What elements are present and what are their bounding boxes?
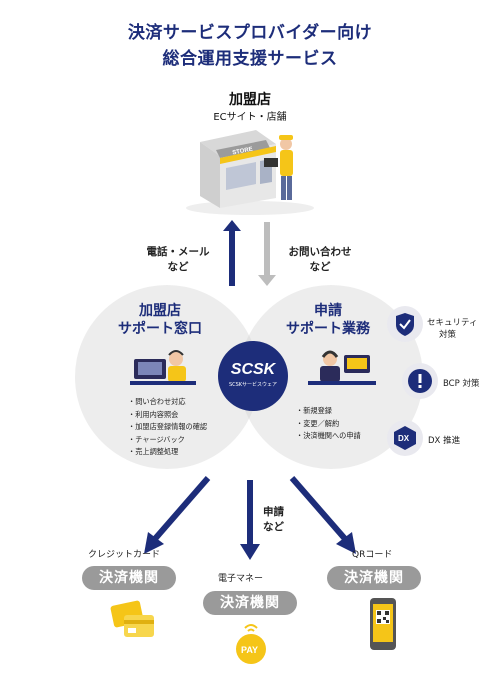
security-badge	[387, 306, 423, 342]
dx-icon: DX	[394, 426, 416, 450]
right-circle-list: 新規登録 変更／解約 決済機関への申請	[296, 405, 416, 443]
credit-card-label: クレジットカード	[88, 550, 161, 560]
list-item: 新規登録	[296, 405, 416, 418]
security-label-2: 対策	[439, 330, 457, 340]
phone-mail-sub: など	[167, 261, 189, 273]
list-item: 決済機関への申請	[296, 430, 416, 443]
institution-arrows	[144, 476, 356, 560]
operator-illustration	[308, 350, 376, 385]
pay-icon: PAY	[236, 624, 266, 664]
bcp-label: BCP 対策	[443, 379, 480, 389]
apply-label: 申請	[263, 506, 284, 518]
list-item: 変更／解約	[296, 418, 416, 431]
merchant-arrows	[223, 220, 276, 286]
left-circle-list: 問い合わせ対応 利用内容照会 加盟店登録情報の確認 チャージバック 売上調整処理	[128, 396, 248, 459]
dx-icon-text: DX	[398, 434, 410, 443]
merchant-subtitle: ECサイト・店舗	[213, 112, 287, 123]
list-item: 加盟店登録情報の確認	[128, 421, 248, 434]
dx-badge: DX	[387, 420, 423, 456]
title-line-2: 総合運用支援サービス	[162, 49, 338, 69]
store-sign: STORE	[232, 147, 253, 157]
store-illustration: STORE	[186, 130, 314, 215]
security-label: セキュリティ	[427, 318, 478, 328]
list-item: 利用内容照会	[128, 409, 248, 422]
left-circle-title-1: 加盟店	[139, 303, 181, 319]
inquiry-label: お問い合わせ	[288, 246, 352, 258]
emoney-institution-pill: 決済機関	[203, 591, 297, 615]
logo-tagline: SCSKサービスウェア	[228, 382, 278, 388]
qr-phone-icon	[370, 598, 396, 650]
apply-label-sub: など	[263, 521, 284, 533]
shield-check-icon	[396, 313, 414, 336]
pay-text: PAY	[241, 645, 258, 655]
list-item: 問い合わせ対応	[128, 396, 248, 409]
qr-institution-pill: 決済機関	[327, 566, 421, 590]
credit-card-institution-pill: 決済機関	[82, 566, 176, 590]
phone-mail-label: 電話・メール	[146, 246, 210, 258]
dx-label: DX 推進	[428, 436, 461, 446]
scsk-logo: SCSK SCSKサービスウェア	[218, 341, 288, 411]
credit-card-icon	[110, 600, 154, 637]
right-circle-title-2: サポート業務	[286, 321, 370, 337]
list-item: 売上調整処理	[128, 446, 248, 459]
logo-name: SCSK	[230, 361, 276, 378]
merchant-name: 加盟店	[229, 92, 271, 108]
right-circle-title-1: 申請	[314, 303, 342, 319]
qr-code-label: QRコード	[352, 550, 393, 560]
support-operator-illustration	[130, 350, 196, 385]
emoney-label: 電子マネー	[218, 574, 264, 584]
inquiry-sub: など	[309, 261, 331, 273]
title-line-1: 決済サービスプロバイダー向け	[127, 23, 373, 43]
bcp-badge	[402, 363, 438, 399]
left-circle-title-2: サポート窓口	[118, 321, 202, 337]
warning-icon	[408, 369, 432, 393]
list-item: チャージバック	[128, 434, 248, 447]
